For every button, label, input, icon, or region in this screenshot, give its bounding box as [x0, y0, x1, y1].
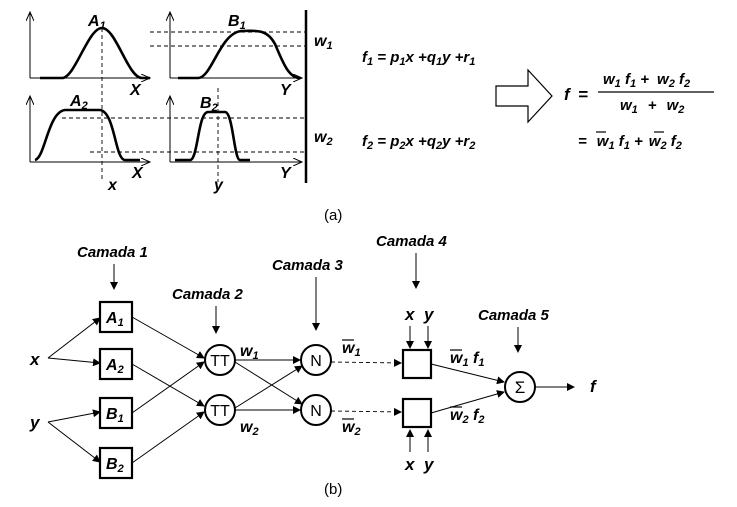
svg-text:B1: B1: [106, 406, 124, 425]
axis-label-y-bot: Y: [280, 165, 292, 182]
axis-label-y-top: Y: [280, 82, 292, 99]
signal-wbar1: w1: [342, 340, 361, 359]
input-y: y: [29, 413, 41, 432]
plot-b1: [170, 12, 302, 78]
caption-a: (a): [324, 207, 342, 224]
svg-text:B2: B2: [106, 456, 124, 475]
node-l4-1: [401, 348, 433, 380]
weight-label-w1: w1: [314, 33, 333, 52]
node-n-2: N: [300, 394, 332, 426]
node-pi-1: TT: [204, 344, 236, 376]
signal-wbar2: w2: [342, 419, 361, 438]
input-label-y: y: [213, 177, 224, 194]
layer-label-2: Camada 2: [172, 286, 244, 303]
input-x: x: [29, 350, 41, 369]
node-n-1: N: [300, 344, 332, 376]
mf-label-b2: B2: [200, 95, 218, 114]
svg-text:TT: TT: [210, 403, 230, 420]
signal-w1: w1: [240, 343, 259, 362]
output-eq: =: [578, 85, 588, 104]
l4-top-x: x: [404, 305, 416, 324]
node-b1: B1: [98, 396, 134, 430]
implies-arrow-icon: [495, 68, 553, 124]
svg-text:N: N: [310, 403, 322, 420]
layer-label-1: Camada 1: [77, 244, 148, 261]
rule-1: f1 = p1x +q1y +r1: [362, 49, 475, 68]
mf-label-b1: B1: [228, 13, 246, 32]
weight-label-w2: w2: [314, 129, 333, 148]
panel-b: Camada 1 Camada 2 Camada 3 Camada 4 Cama…: [29, 233, 598, 498]
plot-b2: [170, 96, 302, 162]
panel-a: A1 B1 A2 B2 X Y X Y x y w1 w2 f1 = p1x +…: [30, 10, 714, 224]
svg-text:A1: A1: [105, 310, 124, 329]
node-b2: B2: [98, 446, 134, 480]
node-sigma: Σ: [504, 371, 536, 403]
mf-label-a1: A1: [87, 13, 106, 32]
axis-label-x-top: X: [129, 82, 142, 99]
node-l4-2: [401, 397, 433, 429]
node-a2: A2: [98, 347, 134, 381]
signal-out2: w2 f2: [450, 407, 484, 426]
svg-text:N: N: [310, 353, 322, 370]
layer-label-4: Camada 4: [376, 233, 448, 250]
dashed-guides: [62, 28, 306, 182]
l4-bot-x: x: [404, 455, 416, 474]
output-f-b: f: [590, 377, 598, 396]
rule-2: f2 = p2x +q2y +r2: [362, 133, 475, 152]
output-numerator: w1 f1 +w2 f2: [603, 71, 690, 90]
svg-text:A2: A2: [105, 357, 124, 376]
l4-bot-y: y: [423, 455, 435, 474]
plot-a2: [30, 96, 150, 162]
node-pi-2: TT: [204, 394, 236, 426]
output-denominator: w1+w2: [620, 97, 684, 116]
output-f: f: [564, 85, 572, 104]
svg-text:Σ: Σ: [515, 378, 526, 397]
svg-text:TT: TT: [210, 353, 230, 370]
layer-label-3: Camada 3: [272, 257, 344, 274]
signal-w2: w2: [240, 419, 259, 438]
mf-label-a2: A2: [69, 93, 88, 112]
input-label-x: x: [107, 177, 118, 194]
axis-label-x-bot: X: [131, 165, 144, 182]
layer-label-5: Camada 5: [478, 307, 550, 324]
signal-out1: w1 f1: [450, 350, 484, 369]
l4-top-y: y: [423, 305, 435, 324]
node-a1: A1: [98, 300, 134, 334]
caption-b: (b): [324, 481, 342, 498]
output-line2: =w1 f1 +w2 f2: [578, 133, 682, 152]
